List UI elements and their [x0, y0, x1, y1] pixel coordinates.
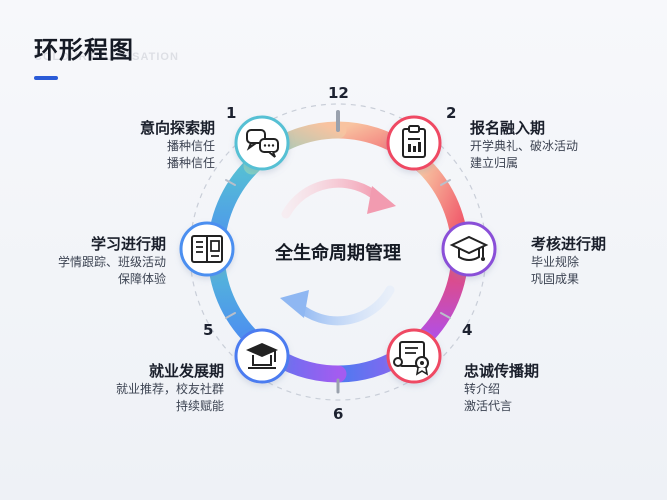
stage-enrollment-integration: 报名融入期 开学典礼、破冰活动 建立归属: [470, 118, 578, 172]
stage-detail: 就业推荐，校友社群: [115, 382, 224, 396]
stage-number-5: 5: [203, 321, 214, 339]
page-title: 环形程图: [34, 36, 134, 64]
clock-number-6: 6: [333, 405, 344, 423]
stage-detail: 播种信任: [166, 139, 215, 153]
cycle-arrows: [280, 178, 396, 326]
stage-detail: 开学典礼、破冰活动: [470, 139, 579, 153]
center-label: 全生命周期管理: [275, 243, 401, 264]
stage-detail: 播种信任: [166, 156, 215, 170]
stage-detail: 学情跟踪、班级活动: [57, 255, 166, 269]
stage-detail: 持续赋能: [175, 399, 224, 413]
stage-detail: 保障体验: [117, 272, 166, 286]
graduation-cap-icon: [234, 328, 290, 384]
certificate-icon: [386, 328, 442, 384]
stage-detail: 巩固成果: [531, 272, 580, 286]
cycle-arrow-bottom: [293, 285, 395, 326]
stage-number-4: 4: [462, 321, 473, 339]
stage-name: 忠诚传播期: [464, 362, 540, 380]
stage-learning-progress: 学习进行期 学情跟踪、班级活动 保障体验: [58, 234, 166, 288]
stage-number-2: 2: [446, 104, 457, 122]
stage-loyalty-advocacy: 忠诚传播期 转介绍 激活代言: [464, 361, 539, 415]
stage-assessment-progress: 考核进行期 毕业规除 巩固成果: [531, 234, 606, 288]
stage-detail: 建立归属: [470, 156, 519, 170]
stage-detail: 转介绍: [464, 382, 501, 396]
notebook-icon: [179, 221, 235, 277]
stage-detail: 毕业规除: [531, 255, 580, 269]
cycle-arrow-top: [281, 178, 383, 219]
title-underline: [34, 76, 58, 80]
clock-number-12: 12: [328, 84, 349, 102]
stage-name: 学习进行期: [90, 235, 166, 253]
stage-number-1: 1: [226, 104, 237, 122]
stage-name: 报名融入期: [470, 119, 546, 137]
title-watermark: COLOURFULIFESATION: [34, 51, 179, 63]
stage-name: 就业发展期: [148, 362, 224, 380]
stage-employment-development: 就业发展期 就业推荐，校友社群 持续赋能: [116, 361, 224, 415]
clipboard-icon: [386, 115, 442, 171]
chat-bubbles-icon: [234, 115, 290, 171]
stage-intent-exploration: 意向探索期 播种信任 播种信任: [140, 118, 215, 172]
stage-detail: 激活代言: [464, 399, 513, 413]
stage-name: 意向探索期: [139, 119, 215, 137]
graduation-cap-icon: [441, 221, 497, 277]
stage-name: 考核进行期: [531, 235, 607, 253]
